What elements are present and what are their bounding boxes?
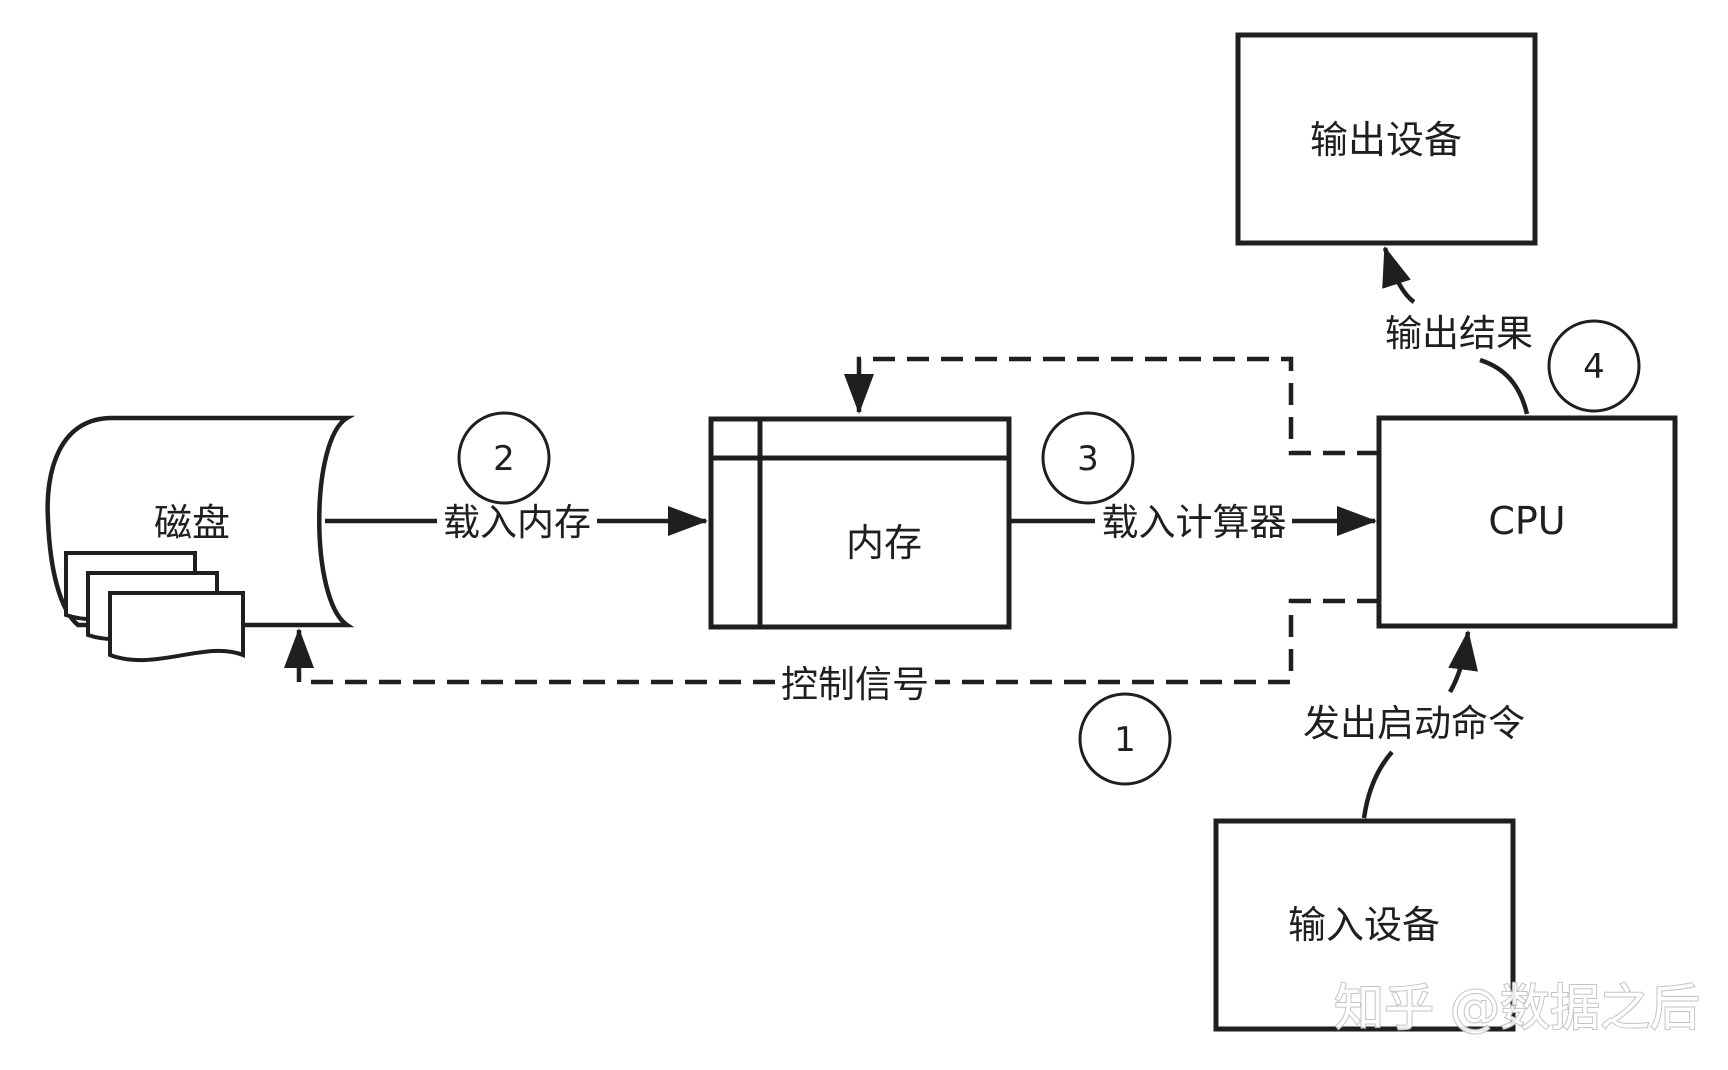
output-device-node: 输出设备 — [1235, 32, 1538, 246]
step-circle-4: 4 — [1547, 319, 1641, 413]
memory-label: 内存 — [846, 521, 922, 565]
cpu-node: CPU — [1376, 415, 1678, 629]
memory-node: 内存 — [708, 416, 1012, 630]
dashed-control-to-memory — [844, 356, 1379, 456]
input-device-box — [1213, 818, 1516, 1032]
input-device-node: 输入设备 — [1213, 818, 1516, 1032]
watermark-text: 知乎 @数据之后 — [1334, 979, 1700, 1037]
edge-disk-to-memory: 载入内存 — [325, 501, 708, 544]
edge-label-load-to-cpu: 载入计算器 — [1102, 501, 1287, 544]
step-circle-3: 3 — [1041, 411, 1135, 505]
disk-node: 磁盘 — [45, 415, 356, 663]
step-number-2: 2 — [493, 439, 515, 479]
output-device-box — [1235, 32, 1538, 246]
step-circle-1: 1 — [1078, 692, 1172, 786]
step-number-1: 1 — [1114, 720, 1136, 760]
edge-control-signal: 控制信号 — [284, 598, 1379, 706]
cpu-box — [1376, 415, 1678, 629]
edge-label-output-result: 输出结果 — [1385, 312, 1533, 355]
edge-label-load-to-memory: 载入内存 — [443, 501, 591, 544]
edge-input-to-cpu: 发出启动命令 — [1303, 630, 1525, 819]
edge-memory-to-cpu: 载入计算器 — [1009, 501, 1377, 544]
edge-label-control-signal: 控制信号 — [781, 663, 929, 706]
documents-icon — [64, 551, 245, 663]
output-device-label: 输出设备 — [1310, 118, 1462, 162]
step-number-4: 4 — [1583, 347, 1605, 387]
cpu-label: CPU — [1488, 499, 1565, 543]
step-circle-2: 2 — [457, 411, 551, 505]
disk-label: 磁盘 — [154, 501, 230, 545]
input-device-label: 输入设备 — [1288, 903, 1440, 947]
edge-cpu-to-output: 输出结果 — [1382, 246, 1533, 415]
edge-label-start-command: 发出启动命令 — [1303, 702, 1525, 745]
step-number-3: 3 — [1077, 439, 1099, 479]
